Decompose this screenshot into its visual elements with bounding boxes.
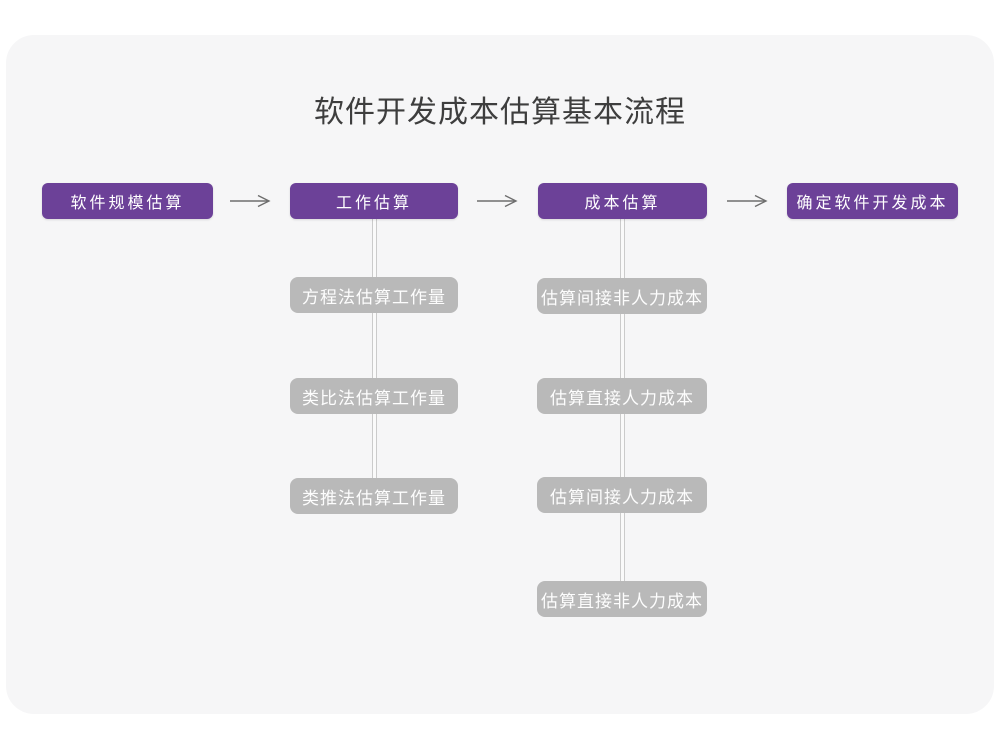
stage-node-work-estimation: 工作估算 [290,183,458,219]
diagram-title: 软件开发成本估算基本流程 [314,96,686,129]
sub-node-direct-nonlabor-cost: 估算直接非人力成本 [537,581,707,617]
sub-node-extrapolation-method: 类推法估算工作量 [290,478,458,514]
arrow-right-icon [477,194,518,208]
sub-node-indirect-labor-cost: 估算间接人力成本 [537,477,707,513]
stage-node-software-scale-estimation: 软件规模估算 [42,183,213,219]
connector-line-work-estimation [372,219,377,497]
stage-node-cost-estimation: 成本估算 [538,183,707,219]
sub-node-analogy-method: 类比法估算工作量 [290,378,458,414]
stage-node-determine-dev-cost: 确定软件开发成本 [787,183,958,219]
arrow-right-icon [230,194,271,208]
sub-node-equation-method: 方程法估算工作量 [290,277,458,313]
arrow-right-icon [727,194,768,208]
diagram-canvas [6,35,994,714]
sub-node-direct-labor-cost: 估算直接人力成本 [537,378,707,414]
sub-node-indirect-nonlabor-cost: 估算间接非人力成本 [537,278,707,314]
